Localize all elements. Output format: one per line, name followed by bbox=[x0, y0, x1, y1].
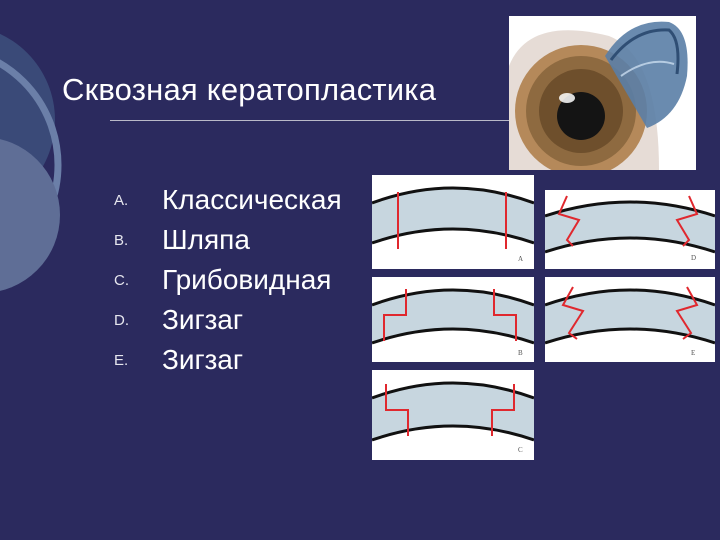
technique-list: A. Классическая B. Шляпа C. Грибовидная D. З… bbox=[114, 180, 342, 380]
panel-label-a: A bbox=[518, 255, 524, 263]
diagram-panel-a: A bbox=[372, 175, 534, 269]
eye-lens-photo bbox=[509, 16, 696, 177]
panel-label-b: B bbox=[518, 349, 523, 357]
list-letter: C. bbox=[114, 271, 129, 289]
list-text: Грибовидная bbox=[162, 264, 332, 295]
list-letter: D. bbox=[114, 311, 129, 329]
list-text: Зигзаг bbox=[162, 344, 244, 375]
panel-label-c: C bbox=[518, 446, 523, 454]
list-item: E. Зигзаг bbox=[114, 340, 342, 380]
list-item: B. Шляпа bbox=[114, 220, 342, 260]
list-text: Классическая bbox=[162, 184, 342, 215]
list-item: C. Грибовидная bbox=[114, 260, 342, 300]
list-item: A. Классическая bbox=[114, 180, 342, 220]
decor-ring bbox=[0, 59, 62, 271]
diagram-panel-e: E bbox=[545, 277, 715, 362]
list-letter: E. bbox=[114, 351, 129, 369]
list-text: Зигзаг bbox=[162, 304, 244, 335]
diagram-panel-c: C bbox=[372, 370, 534, 460]
title-divider bbox=[110, 120, 510, 121]
slide-title: Сквозная кератопластика bbox=[62, 72, 437, 107]
panel-label-d: D bbox=[691, 254, 697, 262]
diagram-panel-b: B bbox=[372, 277, 534, 362]
panel-label-e: E bbox=[691, 349, 696, 357]
list-text: Шляпа bbox=[162, 224, 250, 255]
decor-circle-small bbox=[0, 139, 60, 291]
list-item: D. Зигзаг bbox=[114, 300, 342, 340]
diagram-panel-d: D bbox=[545, 190, 715, 269]
list-letter: B. bbox=[114, 231, 129, 249]
list-letter: A. bbox=[114, 191, 129, 209]
